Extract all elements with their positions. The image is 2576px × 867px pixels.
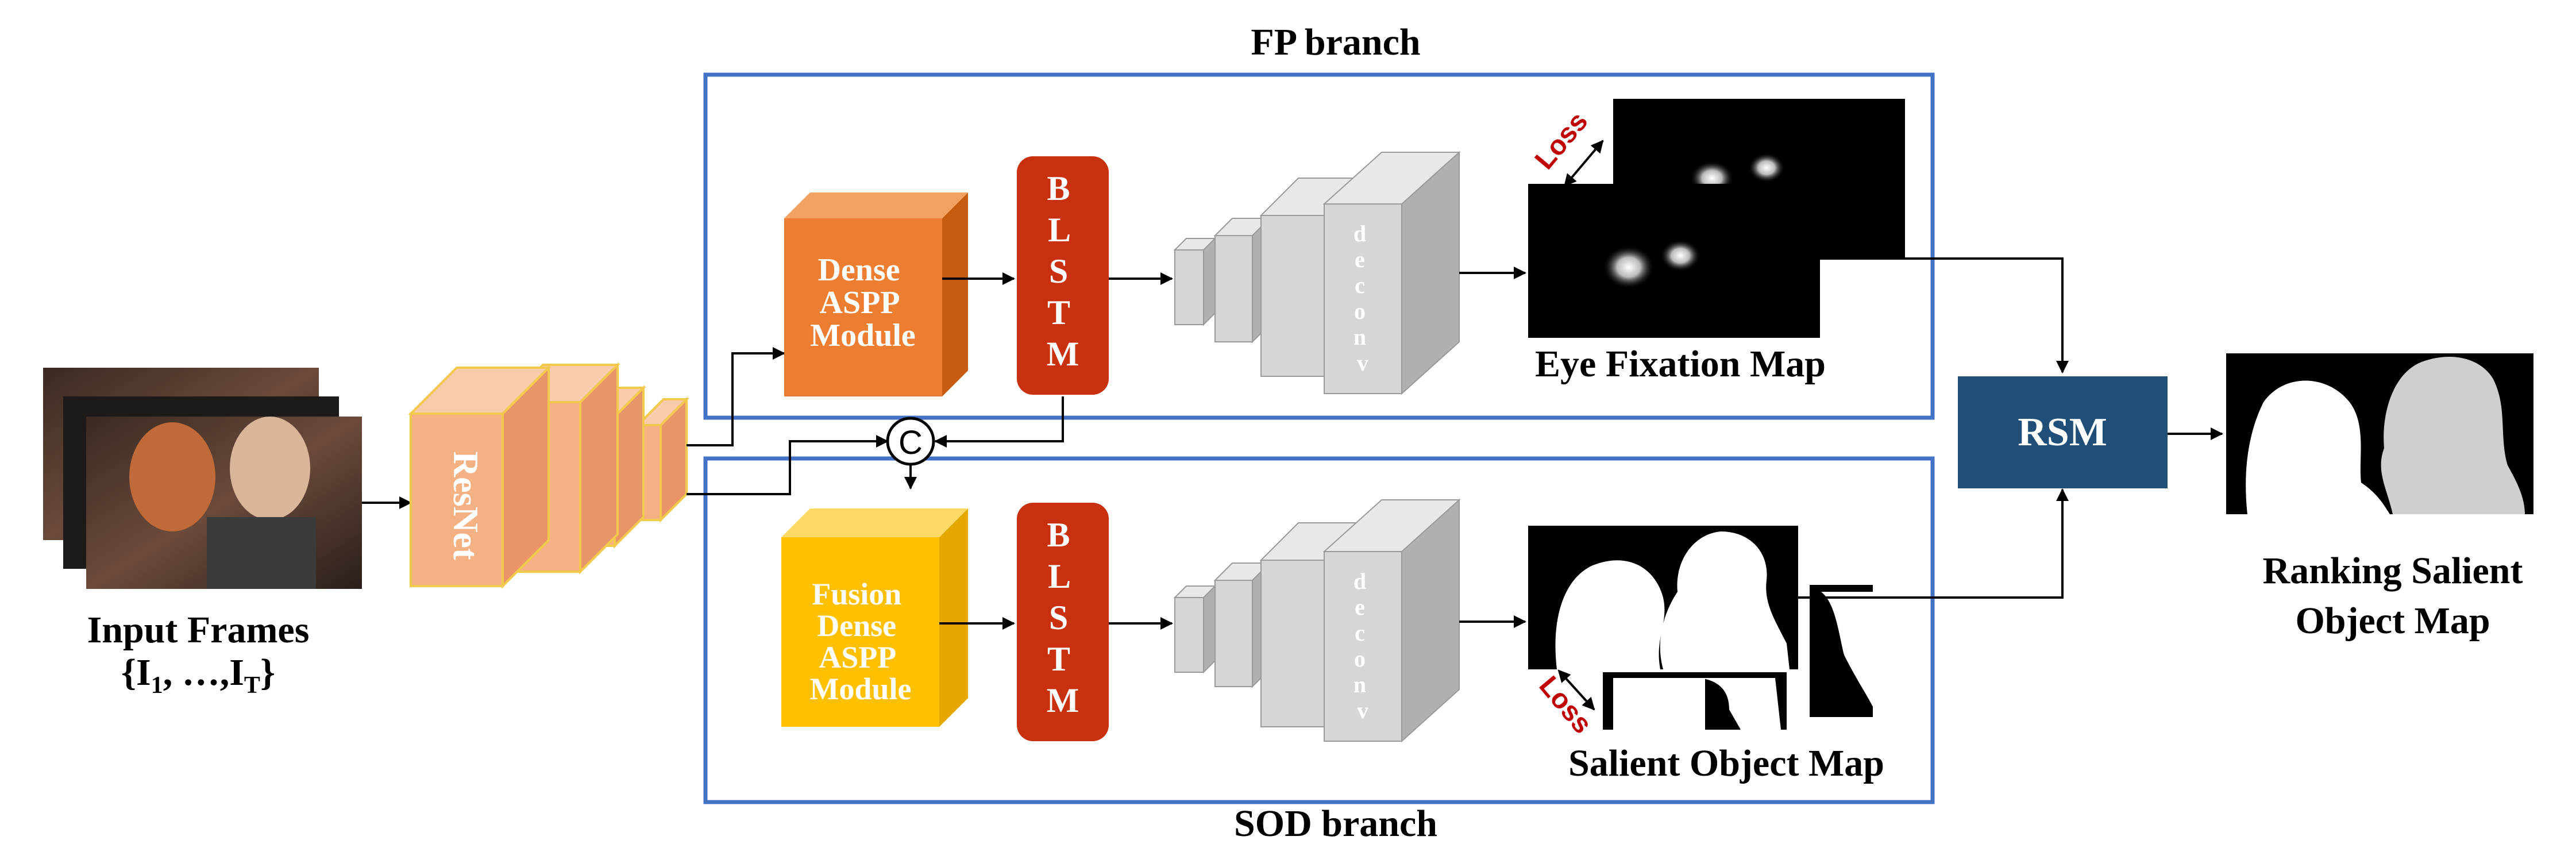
dense-aspp-module: [784, 192, 968, 396]
sod-deconv-stack: [1173, 498, 1461, 743]
arrow-salient-to-rsm: [1798, 488, 2069, 599]
line-resnet-to-concat: [687, 435, 889, 495]
fusion-dense-aspp-module: [781, 508, 968, 727]
arrow-resnet-to-fp: [687, 347, 785, 446]
resnet-block: [408, 362, 689, 589]
salient-object-map: [1528, 526, 1873, 730]
svg-text:Dense ASPP Module: Dense ASPP Module: [810, 252, 916, 353]
fp-blstm: [1017, 156, 1109, 395]
fp-branch-title: FP branch: [1251, 21, 1420, 63]
salient-object-label: Salient Object Map: [1568, 742, 1884, 784]
fp-loss-arrow: [1564, 140, 1604, 187]
eye-fixation-label: Eye Fixation Map: [1535, 343, 1826, 385]
dense-aspp-line3: Module: [810, 318, 916, 353]
fp-deconv-stack: [1173, 151, 1461, 395]
sod-loss-arrow: [1557, 669, 1595, 711]
dense-aspp-line1: Dense: [817, 252, 900, 288]
sod-branch-title: SOD branch: [1234, 803, 1437, 845]
resnet-label: ResNet: [446, 451, 485, 560]
fp-loss-label: Loss: [1529, 106, 1594, 175]
svg-text:Fusion Dense ASPP: Fusion Dense ASPP Module: [809, 577, 911, 706]
dense-aspp-line2: ASPP: [820, 285, 900, 321]
rsm-block: [1958, 376, 2168, 488]
sod-branch-box: [703, 456, 1935, 804]
svg-text:B L S T M: B L S T M: [1047, 169, 1079, 373]
arrow-blstm-to-concat: [934, 396, 1064, 448]
sod-blstm: [1017, 503, 1109, 741]
eye-fixation-map: [1528, 99, 1905, 338]
rsm-label: RSM: [2018, 410, 2107, 454]
ranking-salient-object-map: [2226, 353, 2533, 514]
input-frames-range: {I1, …,IT}: [121, 652, 275, 699]
fp-branch-box: [703, 72, 1935, 420]
fp-deconv-label: d e c o n v: [1353, 221, 1372, 376]
ranking-label-line2: Object Map: [2295, 600, 2490, 642]
sod-deconv-label: d e c o n v: [1353, 568, 1372, 723]
input-frames: [43, 368, 362, 589]
ranking-label-line1: Ranking Salient: [2263, 550, 2523, 592]
svg-text:B L S T M: B L S T M: [1047, 516, 1079, 719]
arrow-fixation-to-rsm: [1820, 257, 2069, 373]
concat-symbol: C: [898, 424, 923, 461]
sod-loss-label: Loss: [1533, 671, 1598, 739]
input-frames-label: Input Frames: [87, 609, 310, 651]
